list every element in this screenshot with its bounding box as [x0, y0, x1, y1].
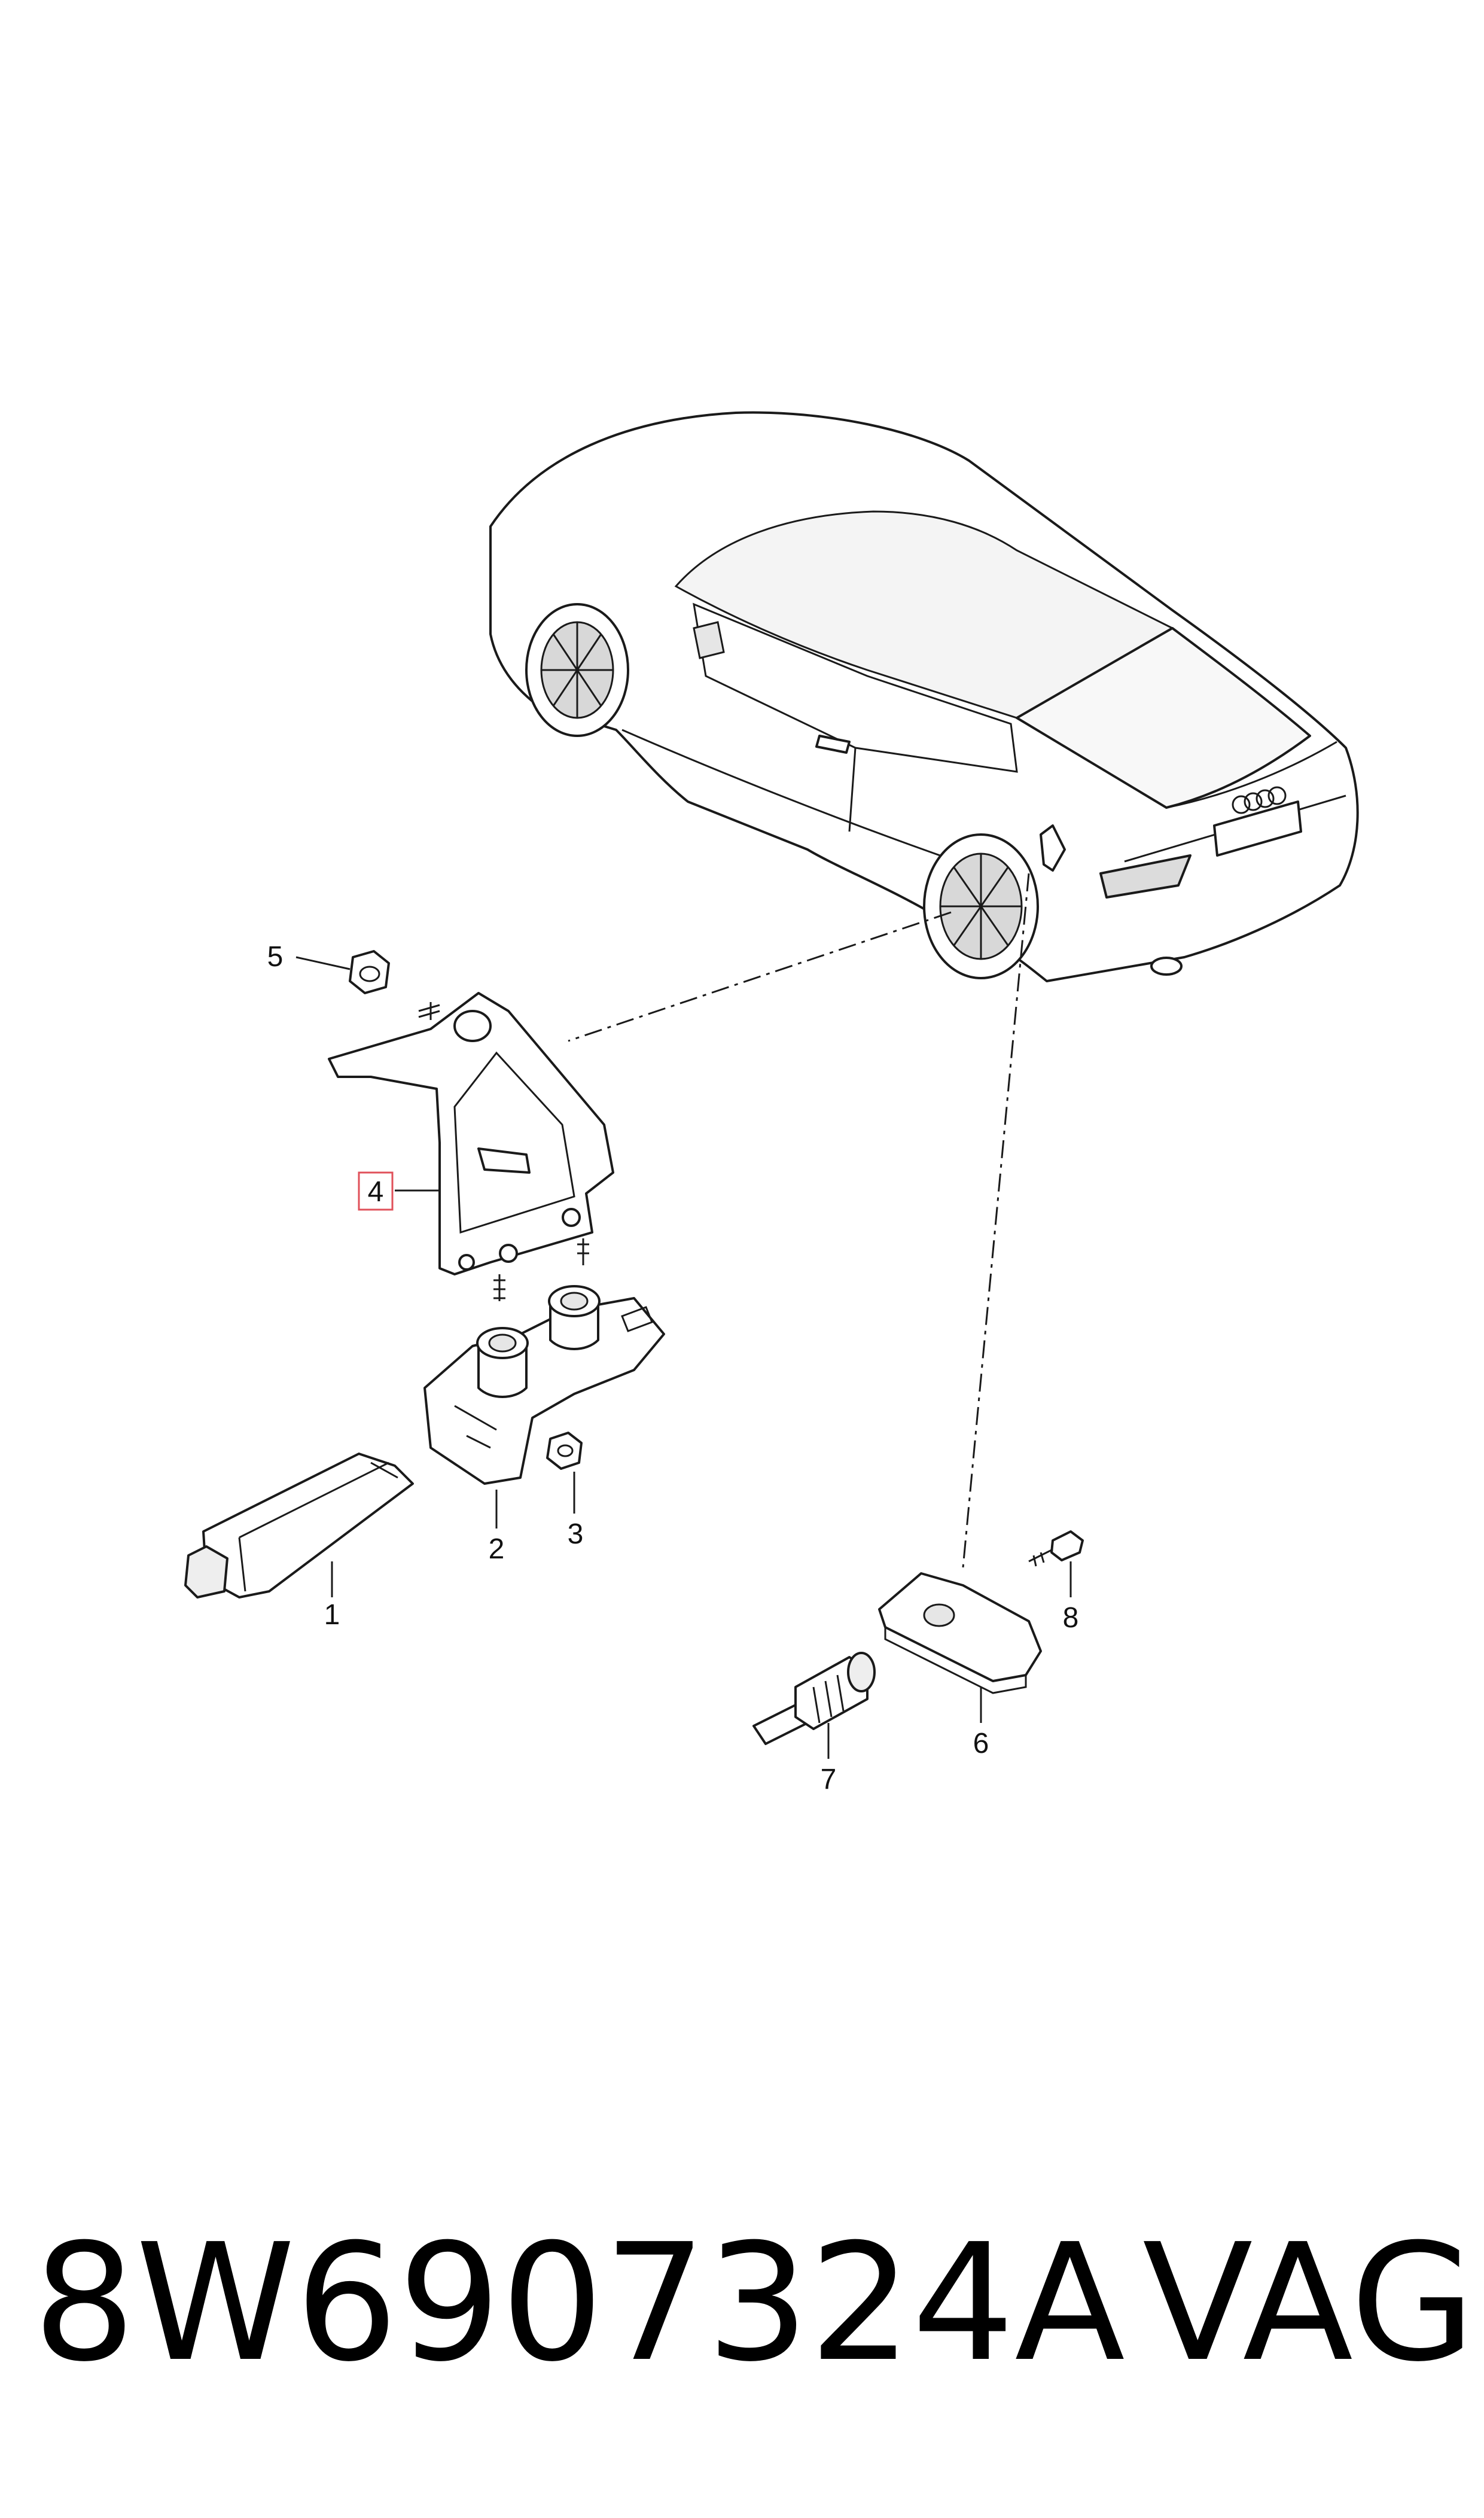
- control-unit-part-1: [184, 1453, 414, 1599]
- part-number: 8W6907324A: [33, 2209, 1125, 2397]
- callout-6[interactable]: 6: [973, 1728, 989, 1759]
- callout-leaders: [295, 956, 1072, 1759]
- front-wheel-icon: [525, 603, 629, 737]
- callout-3[interactable]: 3: [568, 1518, 584, 1550]
- valve-part-7: [752, 1652, 876, 1745]
- rear-wheel-icon: [923, 833, 1039, 979]
- callout-7[interactable]: 7: [821, 1764, 837, 1795]
- leader-lines: [568, 873, 1030, 1568]
- nut-part-5: [349, 950, 390, 994]
- callout-4[interactable]: 4: [368, 1176, 384, 1208]
- callout-labels: 5 4 2 3 1 8 6 7: [267, 941, 1079, 1795]
- car-illustration: [489, 411, 1359, 982]
- callout-1[interactable]: 1: [324, 1599, 340, 1631]
- callout-4-highlight: [358, 1171, 394, 1211]
- callout-5[interactable]: 5: [267, 941, 284, 973]
- audi-rings-logo: [1232, 786, 1287, 814]
- screw-part-8: [1028, 1530, 1084, 1567]
- tpms-sensor-part-6: [878, 1572, 1042, 1694]
- brand-label: VAG: [1142, 2209, 1476, 2397]
- callout-2[interactable]: 2: [489, 1533, 505, 1565]
- nut-part-3: [546, 1432, 583, 1470]
- bracket-part-4: [328, 992, 614, 1301]
- callout-8[interactable]: 8: [1063, 1602, 1079, 1634]
- holder-part-2: [423, 1285, 665, 1485]
